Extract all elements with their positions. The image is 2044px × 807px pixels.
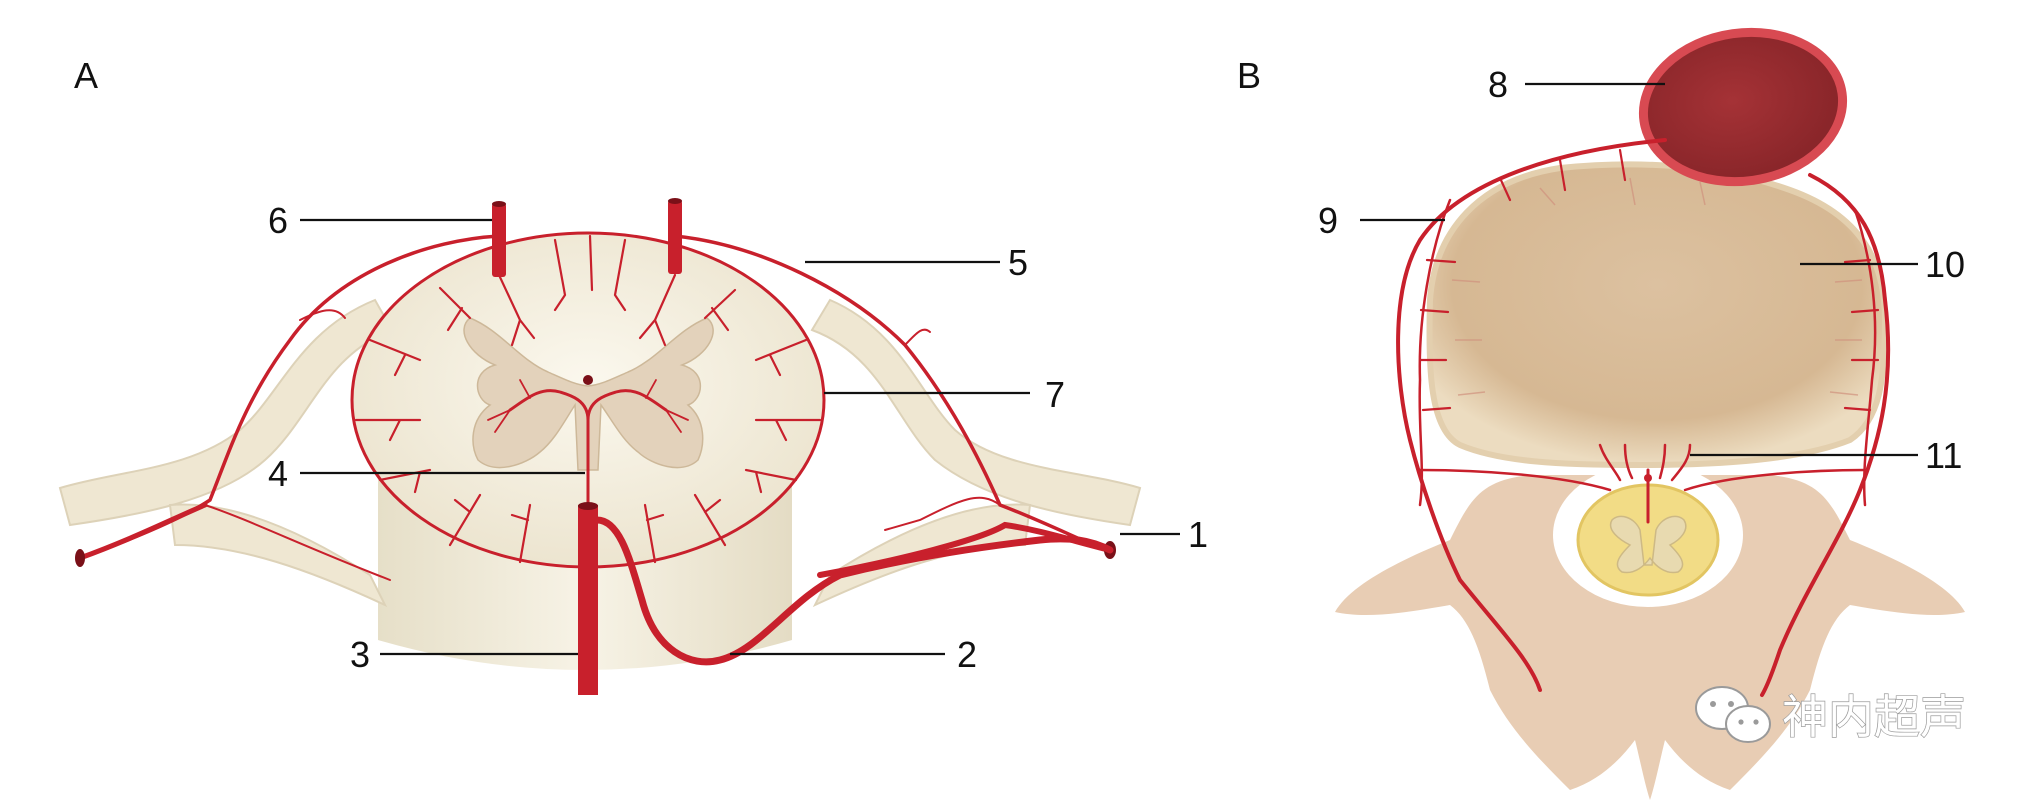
panel-a: A [58, 55, 1208, 695]
panel-b: B [1237, 27, 1967, 800]
label-6: 6 [268, 200, 288, 241]
label-7: 7 [1045, 374, 1065, 415]
aorta [1638, 27, 1848, 187]
radicular-branches-to-cord [1418, 443, 1867, 492]
label-11: 11 [1925, 435, 1962, 476]
wechat-icon [1695, 686, 1771, 743]
penetrating-arterial-branches [354, 234, 822, 564]
label-3: 3 [350, 634, 370, 675]
posterior-spinal-artery-right-cut [668, 198, 682, 204]
segmental-artery-left-b-branch [1418, 198, 1452, 507]
nerve-roots-left [58, 298, 394, 608]
vertebral-arch [1335, 475, 1965, 800]
label-9: 9 [1318, 200, 1338, 241]
posterior-spinal-artery-left-cut [492, 201, 506, 207]
label-10: 10 [1925, 244, 1965, 285]
segmental-artery-right-branch [884, 328, 1001, 531]
label-1: 1 [1188, 514, 1208, 555]
segmental-artery-right-b-branch [1853, 208, 1877, 507]
anterior-radicular-artery [593, 516, 1114, 666]
watermark: 神内超声 [1695, 686, 1967, 745]
gray-matter [463, 317, 714, 471]
anterior-spinal-artery-cut [578, 502, 598, 510]
segmental-artery-left-branch [204, 309, 391, 581]
periosteal-branches [1418, 148, 1880, 412]
segmental-artery-left [77, 502, 208, 561]
panel-a-label: A [74, 55, 98, 96]
panel-b-label: B [1237, 55, 1261, 96]
label-2: 2 [957, 634, 977, 675]
segmental-artery-left-b [1396, 138, 1667, 692]
vertebral-body-vessels [1451, 177, 1863, 396]
gray-matter-b [1609, 515, 1687, 574]
vertebral-body [1426, 161, 1889, 469]
watermark-text: 神内超声 [1782, 690, 1966, 744]
central-canal [583, 375, 593, 385]
label-4: 4 [268, 453, 288, 494]
sulcal-artery-branches [487, 379, 689, 433]
anterior-spinal-artery [578, 505, 598, 695]
sulcal-artery [508, 389, 668, 507]
posterior-spinal-artery-left [492, 203, 506, 277]
label-8: 8 [1488, 64, 1508, 105]
label-5: 5 [1008, 242, 1028, 283]
segmental-artery-right-b [1760, 173, 1891, 697]
segmental-artery-left-cut [75, 549, 85, 567]
anterior-spinal-artery-b-cut [1644, 474, 1652, 482]
